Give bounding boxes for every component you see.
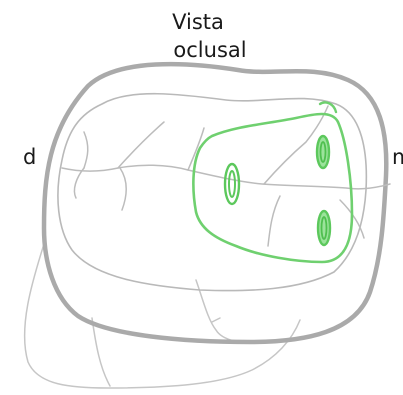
pit-mark-left xyxy=(225,164,239,204)
root-contours xyxy=(25,244,300,388)
pit-mark-upper-right xyxy=(317,136,329,168)
title-line-2: oclusal xyxy=(173,38,246,62)
crown-outer-outline xyxy=(44,64,386,342)
title-line-1: Vista xyxy=(172,10,224,34)
mesial-label: m xyxy=(392,145,403,169)
distal-label: d xyxy=(23,145,36,169)
pit-mark-lower-right xyxy=(318,211,330,245)
